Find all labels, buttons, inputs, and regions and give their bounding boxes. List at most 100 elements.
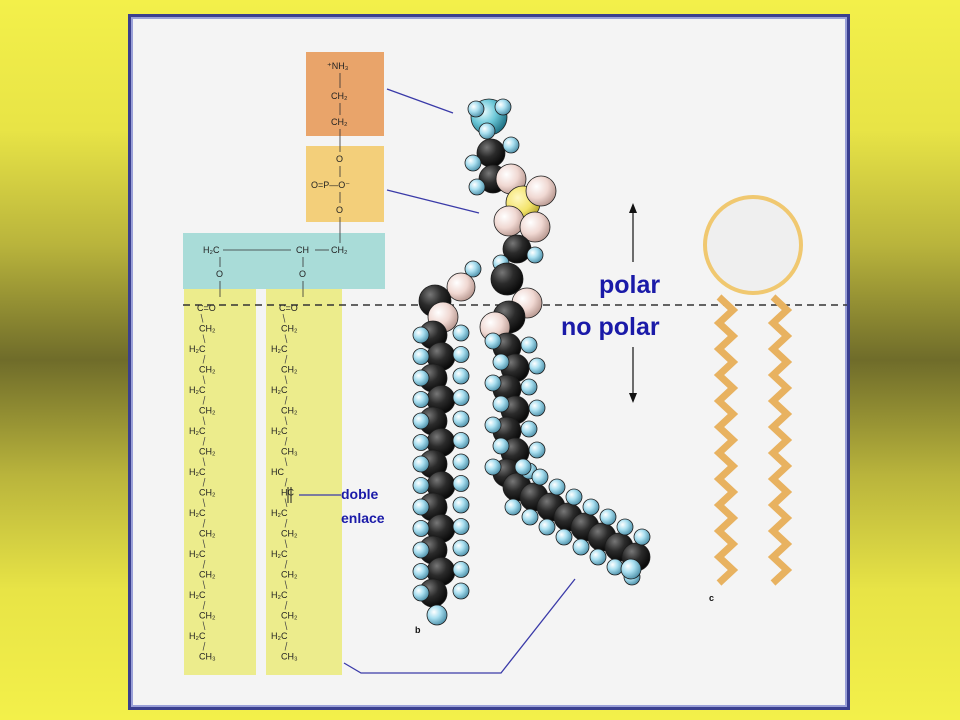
polar-head-circle [703,195,803,295]
hydrogen-atom [412,391,430,408]
hydrogen-atom [412,434,430,451]
tail-right-zigzag [767,294,793,586]
schematic-phospholipid [703,195,803,586]
hydrogen-atom [412,348,430,365]
chain-group-label: CH₂ [281,324,298,334]
chain-right-box [266,289,342,675]
panel-label-b: b [415,625,421,635]
hydrogen-atom [528,399,546,417]
chain-group-label: H₂C [189,385,206,395]
hydrogen-atom [412,477,430,494]
chain-group-label: H₂C [271,344,288,354]
hydrogen-atom [526,246,544,264]
hydrogen-atom [412,455,430,473]
hydrogen-atom [572,538,590,556]
hydrogen-atom [452,432,470,449]
chain-group-label: H₂C [189,344,206,354]
hydrogen-atom [484,374,502,392]
hydrogen-atom [494,98,512,116]
double-bond-label-line2: enlace [341,510,385,526]
hydrogen-atom [633,528,651,546]
chain-group-label: H₂C [189,467,206,477]
hydrogen-atom [412,520,430,537]
connector-amine [386,88,454,114]
slide-frame: ⁺NH₃ CH₂ CH₂ O O=P—O⁻ O H₂C CH CH₂ O O C… [128,14,850,710]
hydrogen-atom [502,136,520,154]
hydrogen-atom [452,561,470,578]
glycerol-oxygen-mid: O [299,269,306,279]
hydrogen-atom [452,324,470,342]
oxygen-atom [519,211,551,243]
hydrogen-atom [412,498,430,516]
nonpolar-label: no polar [561,313,660,341]
amine-box [306,52,384,136]
oxygen-atom [493,205,525,237]
chain-group-label: H₂C [189,631,206,641]
chain-group-label: CH₂ [199,447,216,457]
connector-tail [343,578,576,674]
polar-label: polar [599,271,660,299]
oxygen-atom [446,272,476,302]
hydrogen-atom [492,437,510,455]
hydrogen-atom [616,518,634,536]
glycerol-right: CH₂ [331,245,348,255]
space-filling-model [412,98,651,626]
hydrogen-atom [599,508,617,526]
glycerol-mid: CH [296,245,309,255]
chain-group-label: H₂C [189,549,206,559]
hydrogen-atom [514,458,532,476]
chain-group-label: C=O [197,303,216,313]
chain-group-label: H₂C [271,385,288,395]
tail-left-zigzag [713,294,739,586]
hydrogen-atom [412,563,430,580]
chain-left-box [184,289,256,675]
chain-group-label: H₂C [271,549,288,559]
chain-group-label: CH₂ [281,406,298,416]
hydrogen-atom [582,498,600,516]
hydrogen-atom [504,498,522,516]
oxygen-label-bottom: O [336,205,343,215]
chain-group-label: CH₃ [199,652,216,662]
amine-label: ⁺NH₃ [327,61,349,71]
chain-group-label: CH₂ [199,488,216,498]
hydrogen-atom [531,468,549,486]
hydrogen-atom [520,420,538,438]
ch2-label-b: CH₂ [331,117,348,127]
chain-group-label: CH₂ [281,570,298,580]
hydrogen-atom [468,178,486,196]
glycerol-oxygen-left: O [216,269,223,279]
chain-group-label: H₂C [189,508,206,518]
ch2-label-a: CH₂ [331,91,348,101]
hydrogen-atom [412,326,430,344]
hydrogen-atom [452,496,470,514]
hydrogen-atom [528,357,546,375]
hydrogen-atom [426,604,448,626]
hydrogen-atom [589,548,607,566]
chain-group-label: H₂C [271,590,288,600]
hydrogen-atom [452,475,470,492]
chain-group-label: H₂C [271,508,288,518]
hydrogen-atom [538,518,556,536]
phosphate-label: O=P—O⁻ [311,180,350,190]
hydrogen-atom [565,488,583,506]
chain-group-label: CH₂ [199,324,216,334]
chain-group-label: H₂C [271,426,288,436]
hydrogen-atom [452,453,470,471]
fatty-acid-chain-left: C=OCH₂H₂CCH₂H₂CCH₂H₂CCH₂H₂CCH₂H₂CCH₂H₂CC… [189,303,216,662]
hydrogen-atom [464,260,482,278]
panel-label-c: c [709,593,714,603]
hydrogen-atom [521,508,539,526]
double-bond-label-line1: doble [341,486,379,502]
hydrogen-atom [484,416,502,434]
glycerol-left: H₂C [203,245,220,255]
hydrogen-atom [452,367,470,385]
hydrogen-atom [464,154,482,172]
hydrogen-atom [548,478,566,496]
connector-phosphate [386,189,480,214]
hydrogen-atom [528,441,546,459]
chain-group-label: H₂C [189,426,206,436]
chain-group-label: CH₃ [281,447,298,457]
chain-group-label: CH₂ [199,570,216,580]
chain-group-label: CH₃ [281,652,298,662]
hydrogen-atom [492,353,510,371]
